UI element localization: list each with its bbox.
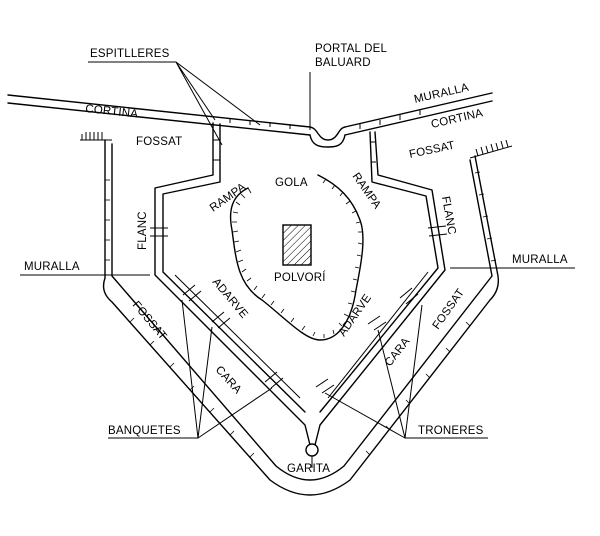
bastion-wall-inner (162, 123, 439, 413)
label-fossat-top-right: FOSSAT (408, 140, 456, 161)
portal-notch-outer (309, 134, 346, 148)
label-adarve-left: ADARVE (210, 276, 250, 321)
bastion-wall-outer (154, 122, 446, 446)
label-muralla-right: MURALLA (512, 254, 568, 266)
label-rampa-left: RAMPA (208, 181, 249, 214)
cortina-right-wall (344, 92, 493, 136)
label-adarve-right: ADARVE (337, 292, 375, 339)
label-cortina-right: CORTINA (430, 107, 484, 131)
fossat-outer-edge (102, 139, 500, 496)
portal-notch (309, 126, 346, 141)
cortina-left-wall (7, 94, 311, 136)
label-portal-line2: BALUARD (315, 57, 371, 69)
label-fossat-right: FOSSAT (431, 287, 467, 332)
wall-ticks (213, 110, 421, 163)
label-banquetes: BANQUETES (108, 425, 181, 437)
label-gola: GOLA (275, 177, 308, 189)
label-flanc-right: FLANC (439, 195, 458, 235)
label-fossat-left: FOSSAT (130, 299, 169, 342)
leader-lines (20, 61, 575, 468)
fossat-outer-edge-inner (111, 143, 493, 481)
polvori-building (282, 224, 312, 266)
label-espitlleres: ESPITLLERES (90, 48, 170, 60)
label-muralla-top-right: MURALLA (413, 82, 470, 106)
label-cara-left: CARA (213, 364, 244, 396)
mound-hatch (232, 178, 363, 338)
label-muralla-left: MURALLA (24, 261, 80, 273)
label-garita: GARITA (287, 463, 330, 475)
central-mound (229, 174, 364, 341)
label-flanc-left: FLANC (137, 211, 149, 250)
troneres-marks (150, 225, 448, 394)
fossat-end-left (80, 132, 112, 141)
label-cortina-left: CORTINA (85, 103, 139, 120)
label-troneres: TRONERES (418, 425, 484, 437)
label-portal-line1: PORTAL DEL (315, 43, 387, 55)
label-rampa-right: RAMPA (350, 171, 383, 212)
fossat-end-right (469, 139, 513, 159)
label-fossat-top-left: FOSSAT (136, 136, 182, 148)
label-polvori: POLVORÍ (274, 271, 326, 284)
garita-circle (305, 443, 319, 457)
